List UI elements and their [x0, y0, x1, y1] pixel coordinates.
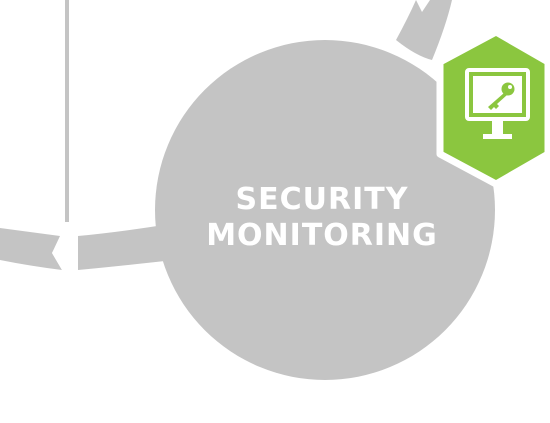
node-label-line1: SECURITY: [236, 182, 409, 217]
security-monitoring-node: [155, 40, 495, 380]
flow-band-top: [396, 0, 452, 60]
node-label-line2: MONITORING: [206, 218, 438, 253]
key-icon: [488, 82, 515, 110]
hexagon-badge: [436, 28, 550, 188]
left-arrow-chevron-icon: [52, 236, 72, 270]
flow-band-left-outer: [0, 228, 62, 270]
top-arrow-notch-icon: [416, 0, 430, 12]
monitor-key-icon: [465, 68, 530, 139]
flow-band-left: [78, 224, 174, 270]
